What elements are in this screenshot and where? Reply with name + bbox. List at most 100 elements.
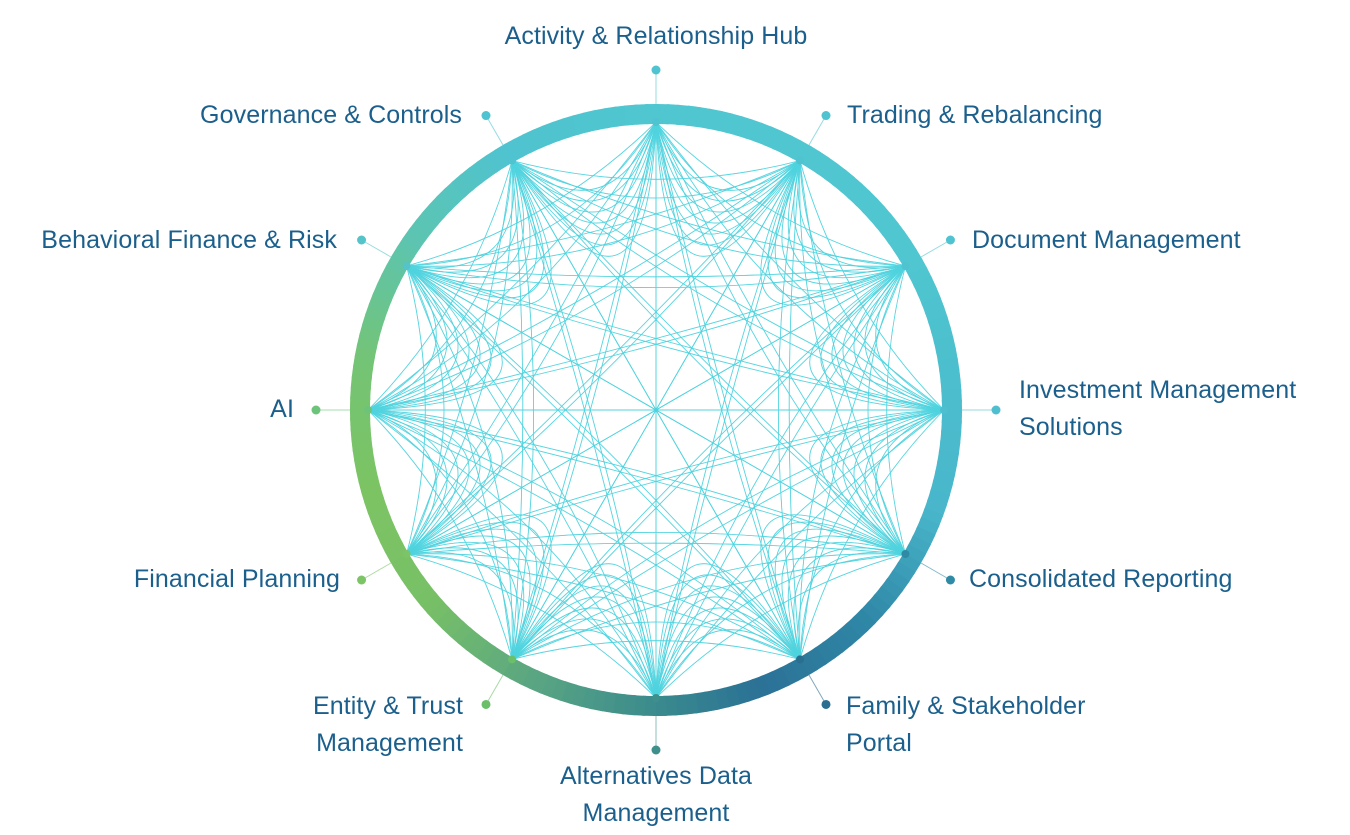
- connector-curve: [367, 409, 801, 660]
- connector-curve: [655, 629, 801, 699]
- connector-curve: [406, 553, 801, 660]
- connector-curve: [406, 535, 531, 660]
- connector-curve: [787, 541, 906, 660]
- connector-curve: [406, 528, 538, 660]
- connector-curve: [511, 160, 906, 555]
- label-line: Portal: [846, 729, 912, 757]
- connector-curve: [406, 541, 525, 660]
- connector-curve: [799, 265, 906, 660]
- label-financial-planning: Financial Planning: [134, 561, 340, 598]
- connector-curve: [809, 265, 945, 411]
- connector-curve: [511, 607, 657, 699]
- connector-curve: [781, 535, 906, 660]
- connector-curve: [655, 409, 945, 699]
- connector-curve: [831, 265, 945, 411]
- connector-curve: [511, 160, 657, 699]
- connector-curve: [511, 596, 657, 699]
- connector-curve: [406, 265, 426, 555]
- label-trading-rebalancing: Trading & Rebalancing: [847, 97, 1103, 134]
- connector-curve: [511, 160, 906, 555]
- connector-curve: [655, 121, 801, 224]
- label-consolidated-reporting: Consolidated Reporting: [969, 561, 1232, 598]
- connector-curve: [511, 121, 657, 257]
- connector-curve: [820, 409, 945, 555]
- connector-curve: [655, 596, 801, 699]
- connector-curve: [809, 409, 945, 555]
- connector-curve: [367, 409, 492, 555]
- connector-curve: [406, 160, 545, 299]
- label-line: Management: [316, 729, 463, 757]
- connector-curve: [406, 265, 513, 660]
- connector-curve: [875, 409, 945, 555]
- connector-curve: [406, 160, 525, 279]
- connector-curve: [511, 265, 906, 660]
- connector-curve: [511, 160, 801, 199]
- connector-curve: [406, 553, 657, 699]
- connector-curve: [511, 160, 945, 411]
- label-document-management: Document Management: [972, 222, 1241, 259]
- node-label-dot: [991, 405, 1001, 415]
- connector-curve: [799, 160, 906, 555]
- label-line: Family & Stakeholder: [846, 692, 1086, 720]
- connector-curve: [367, 160, 513, 411]
- connector-curve: [511, 621, 801, 660]
- label-line: Behavioral Finance & Risk: [41, 226, 337, 254]
- label-line: Financial Planning: [133, 565, 340, 593]
- node-tick-line: [485, 674, 504, 705]
- node-tick-line: [808, 115, 827, 146]
- connector-curve: [511, 553, 906, 660]
- label-governance-controls: Governance & Controls: [200, 97, 462, 134]
- connector-curve: [406, 265, 657, 699]
- connector-curve: [655, 121, 801, 660]
- node-tick-line: [361, 239, 392, 258]
- node-anchor-dot: [796, 156, 804, 165]
- connector-curve: [367, 409, 906, 555]
- connector-curve: [767, 521, 906, 660]
- connector-curve: [511, 553, 906, 660]
- connector-curve: [367, 409, 470, 555]
- connector-curve: [655, 160, 801, 699]
- connector-curve: [406, 160, 801, 555]
- connector-curve: [774, 528, 906, 660]
- connector-curve: [511, 121, 657, 224]
- connector-curve: [367, 409, 801, 660]
- node-anchor-dot: [364, 406, 372, 414]
- connector-curve: [511, 265, 906, 660]
- node-anchor-dot: [402, 262, 411, 270]
- node-label-dot: [481, 111, 491, 121]
- connector-curve: [655, 121, 801, 191]
- connector-curve: [406, 160, 531, 285]
- node-label-dot: [481, 699, 491, 709]
- connector-curve: [406, 160, 801, 555]
- label-behavioral-finance-risk: Behavioral Finance & Risk: [41, 222, 337, 259]
- connector-curve: [367, 409, 448, 555]
- connector-curve: [655, 121, 801, 246]
- connector-curve: [511, 121, 657, 660]
- connector-curve: [511, 585, 657, 699]
- node-anchor-dot: [901, 262, 910, 270]
- connector-curve: [367, 409, 513, 660]
- connector-curve: [367, 409, 437, 555]
- connector-curve: [406, 265, 945, 411]
- connector-curve: [406, 160, 513, 555]
- connector-curve: [797, 160, 906, 269]
- connector-curve: [842, 265, 945, 411]
- connector-curve: [875, 265, 945, 411]
- connector-curve: [511, 160, 906, 555]
- node-anchor-dot: [796, 655, 804, 664]
- connector-curve: [367, 409, 657, 699]
- connector-curve: [367, 265, 437, 411]
- connector-curve: [367, 265, 470, 411]
- connector-curve: [781, 160, 906, 285]
- connector-curve: [511, 160, 801, 660]
- connector-curve: [406, 160, 513, 555]
- connector-curve: [367, 409, 459, 555]
- connector-curve: [511, 121, 657, 213]
- connector-curve: [511, 265, 906, 660]
- connector-curve: [853, 265, 945, 411]
- label-line: Activity & Relationship Hub: [504, 22, 808, 50]
- connector-curve: [406, 160, 552, 306]
- connector-curve: [511, 160, 801, 180]
- label-alternatives-data-management: Alternatives Data Management: [560, 758, 752, 832]
- connector-curve: [406, 265, 801, 660]
